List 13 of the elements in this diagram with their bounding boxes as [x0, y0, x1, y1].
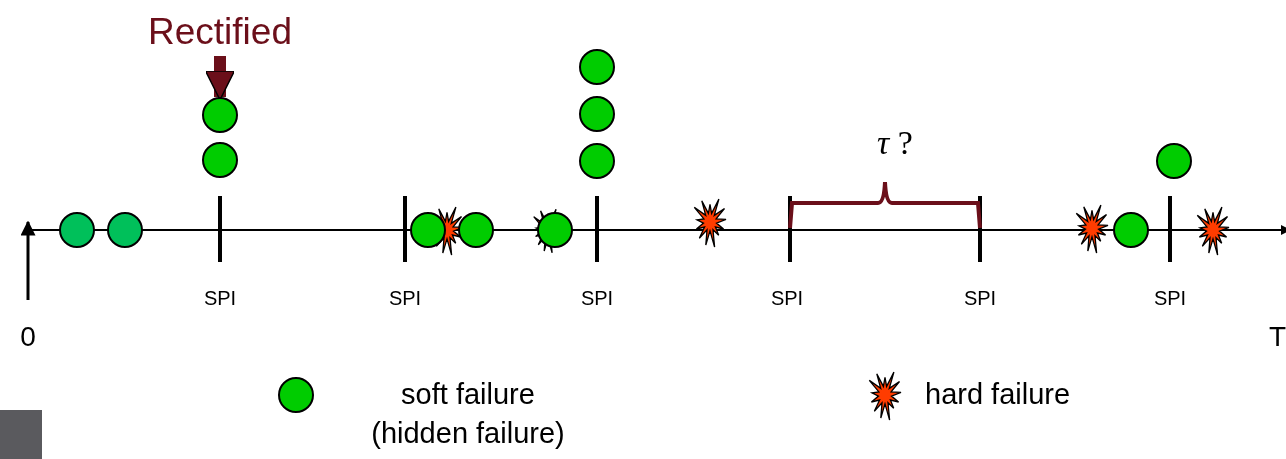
legend-text: soft failure (hidden failure) [370, 377, 566, 452]
axis-label: SPI [388, 288, 422, 308]
axis-label: 0 [20, 323, 36, 351]
duration-label: τ ? [877, 126, 913, 160]
callout-text: Rectified [148, 11, 292, 53]
soft-failure-circle [202, 97, 238, 133]
legend-text: hard failure [925, 377, 1071, 412]
axis-label: SPI [770, 288, 804, 308]
axis-label: SPI [1153, 288, 1187, 308]
axis-label: SPI [580, 288, 614, 308]
axis-label: SPI [963, 288, 997, 308]
axis-label: SPI [203, 288, 237, 308]
axis-label: T [1268, 323, 1286, 351]
